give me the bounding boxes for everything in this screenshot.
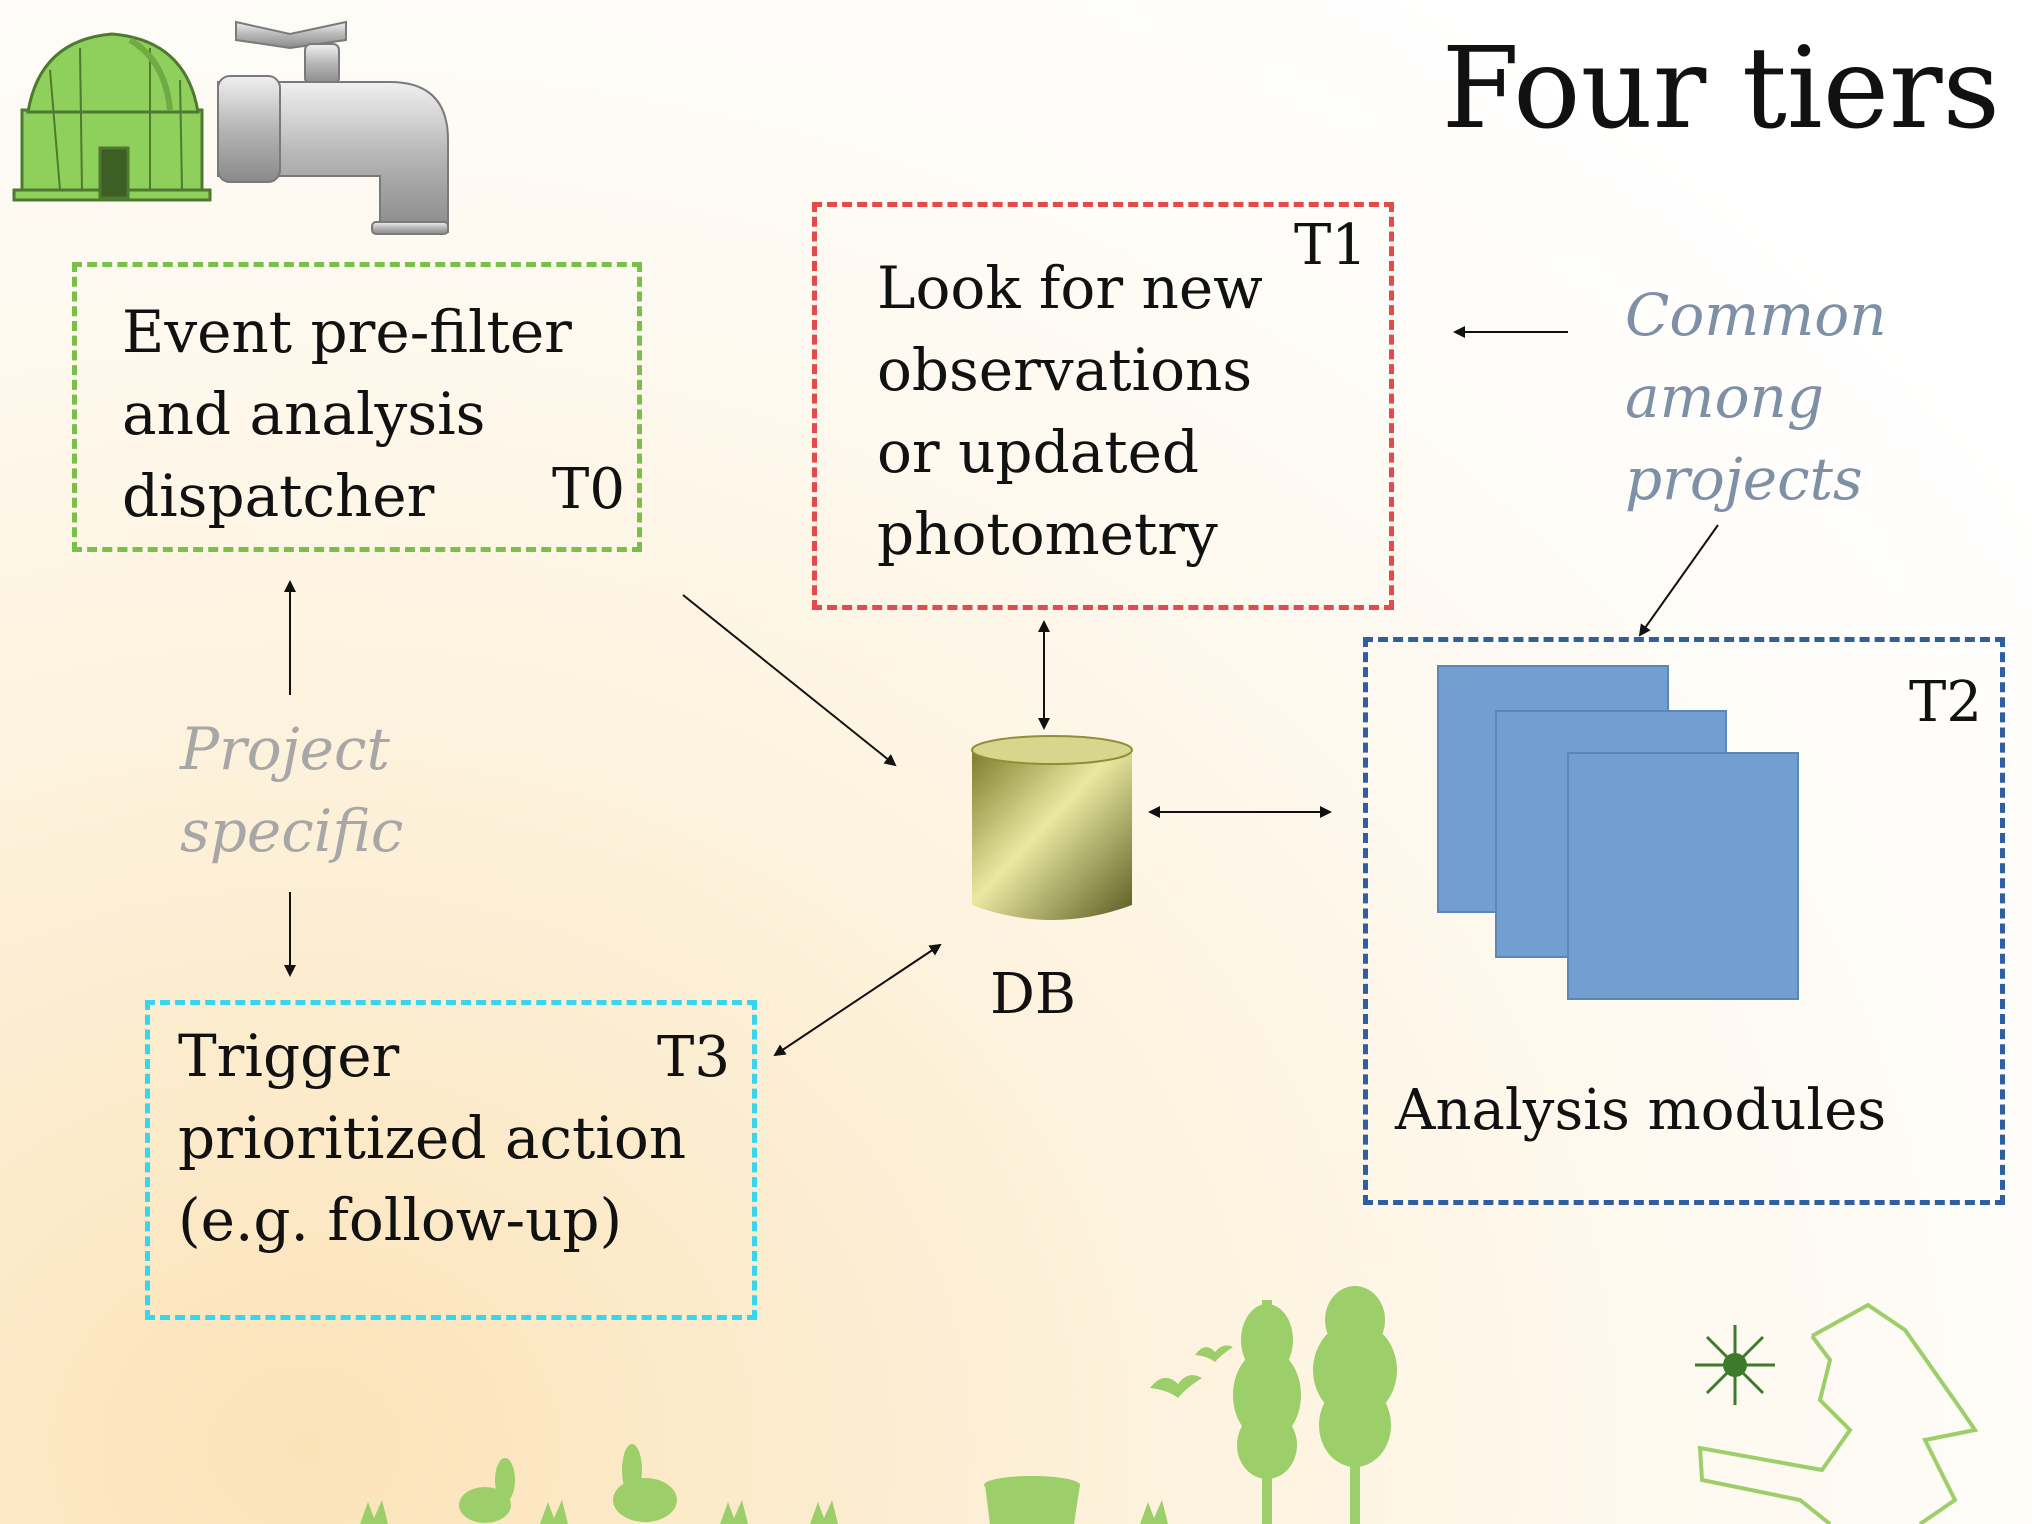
tier-t1-tag: T1 [1294,213,1367,278]
arrow-t0-to-db [682,594,897,767]
tier-t2-tag: T2 [1909,670,1982,735]
tier-t1-box: Look for new observations or updated pho… [812,202,1394,610]
db-label: DB [990,962,1077,1027]
tier-t2-box: T2 [1363,637,2005,1205]
tier-t0-text: Event pre-filter and analysis dispatcher [122,298,572,530]
analysis-modules-label: Analysis modules [1395,1078,1887,1143]
tier-t3-text: Trigger prioritized action (e.g. follow-… [178,1022,687,1254]
tier-t1-text: Look for new observations or updated pho… [877,254,1263,568]
tier-t0-box: Event pre-filter and analysis dispatcher… [72,262,642,552]
slide-title: Four tiers [1441,24,2000,154]
analysis-module-3 [1567,752,1799,1000]
tier-t3-box: Trigger prioritized action (e.g. follow-… [145,1000,757,1320]
arrow-db-t3 [773,943,942,1057]
arrow-common-to-t2 [1638,524,1719,637]
tier-t3-tag: T3 [657,1025,730,1090]
tier-t0-tag: T0 [552,457,625,522]
project-note: Project specific [180,715,404,865]
common-note: Common among projects [1625,281,1887,513]
